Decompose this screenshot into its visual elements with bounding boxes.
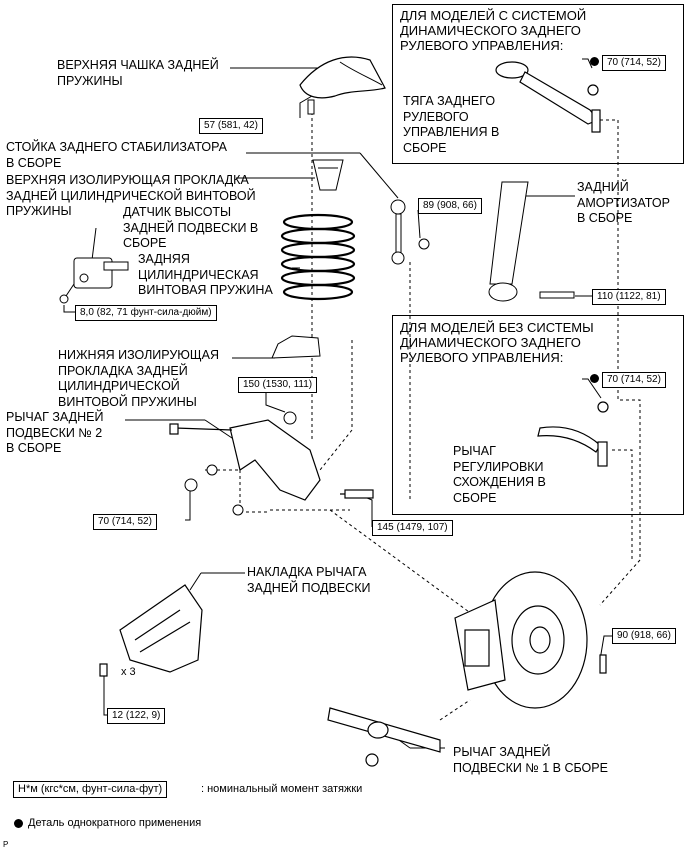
label-upper-insulator: ВЕРХНЯЯ ИЗОЛИРУЮЩАЯ ПРОКЛАДКА ЗАДНЕЙ ЦИЛ…	[6, 173, 256, 218]
legend-unit-box: Н*м (кгс*см, фунт-сила-фут)	[13, 781, 168, 798]
stabilizer-link	[390, 199, 430, 265]
leader-stabilizer-link	[359, 152, 399, 199]
shock-absorber-art	[488, 181, 575, 302]
label-arm-no1: РЫЧАГ ЗАДНЕЙ ПОДВЕСКИ № 1 В СБОРЕ	[453, 745, 608, 775]
label-upper-spring-seat: ВЕРХНЯЯ ЧАШКА ЗАДНЕЙ ПРУЖИНЫ	[57, 58, 219, 88]
torque-no-drs-arm: 70 (714, 52)	[602, 372, 666, 388]
torque-150: 150 (1530, 111)	[238, 377, 318, 393]
arm-cover-art	[99, 584, 203, 677]
figure-code: P	[3, 840, 9, 849]
torque-90: 90 (918, 66)	[612, 628, 676, 644]
legend-unit-text: : номинальный момент затяжки	[201, 783, 363, 795]
nonreuse-bullet-2	[590, 374, 599, 383]
label-steering-rod: ТЯГА ЗАДНЕГО РУЛЕВОГО УПРАВЛЕНИЯ В СБОРЕ	[403, 94, 500, 155]
leader-cover	[189, 572, 202, 591]
torque-110: 110 (1122, 81)	[592, 289, 666, 305]
frame-without-drs	[392, 315, 684, 515]
lower-insulator	[271, 335, 321, 359]
legend-nonreuse-text: Деталь однократного применения	[28, 817, 202, 829]
label-toe-arm: РЫЧАГ РЕГУЛИРОВКИ СХОЖДЕНИЯ В СБОРЕ	[453, 444, 546, 505]
torque-8: 8,0 (82, 71 фунт-сила-дюйм)	[75, 305, 217, 321]
coil-spring	[280, 213, 356, 301]
label-x3: x 3	[121, 666, 136, 678]
brake-hub-art	[454, 571, 607, 709]
nonreuse-bullet	[590, 57, 599, 66]
torque-145: 145 (1479, 107)	[372, 520, 453, 536]
frame-with-drs	[392, 4, 684, 164]
torque-57: 57 (581, 42)	[199, 118, 263, 134]
torque-89: 89 (908, 66)	[418, 198, 482, 214]
toe-arm-art	[537, 401, 609, 467]
label-lower-insulator: НИЖНЯЯ ИЗОЛИРУЮЩАЯ ПРОКЛАДКА ЗАДНЕЙ ЦИЛИ…	[58, 348, 219, 409]
label-shock-absorber: ЗАДНИЙ АМОРТИЗАТОР В СБОРЕ	[577, 180, 670, 225]
height-sensor-art	[59, 257, 129, 304]
label-arm-no2: РЫЧАГ ЗАДНЕЙ ПОДВЕСКИ № 2 В СБОРЕ	[6, 410, 104, 455]
label-coil-spring: ЗАДНЯЯ ЦИЛИНДРИЧЕСКАЯ ВИНТОВАЯ ПРУЖИНА	[138, 252, 273, 297]
arm-no1-art	[327, 707, 441, 767]
frame-with-drs-title: ДЛЯ МОДЕЛЕЙ С СИСТЕМОЙ ДИНАМИЧЕСКОГО ЗАД…	[400, 8, 587, 53]
arm-no2-art	[169, 419, 374, 501]
steering-rod-art	[495, 61, 601, 133]
legend-nonreuse-bullet	[14, 819, 23, 828]
leader-height-sensor	[91, 227, 97, 261]
torque-70: 70 (714, 52)	[93, 514, 157, 530]
upper-spring-seat	[299, 56, 386, 99]
label-height-sensor: ДАТЧИК ВЫСОТЫ ЗАДНЕЙ ПОДВЕСКИ В СБОРЕ	[123, 205, 259, 250]
torque-12: 12 (122, 9)	[107, 708, 166, 724]
upper-insulator	[312, 159, 344, 191]
label-arm-cover: НАКЛАДКА РЫЧАГА ЗАДНЕЙ ПОДВЕСКИ	[247, 565, 371, 595]
frame-without-drs-title: ДЛЯ МОДЕЛЕЙ БЕЗ СИСТЕМЫ ДИНАМИЧЕСКОГО ЗА…	[400, 320, 594, 365]
torque-drs-rod: 70 (714, 52)	[602, 55, 666, 71]
label-stabilizer-link: СТОЙКА ЗАДНЕГО СТАБИЛИЗАТОРА В СБОРЕ	[6, 140, 227, 170]
